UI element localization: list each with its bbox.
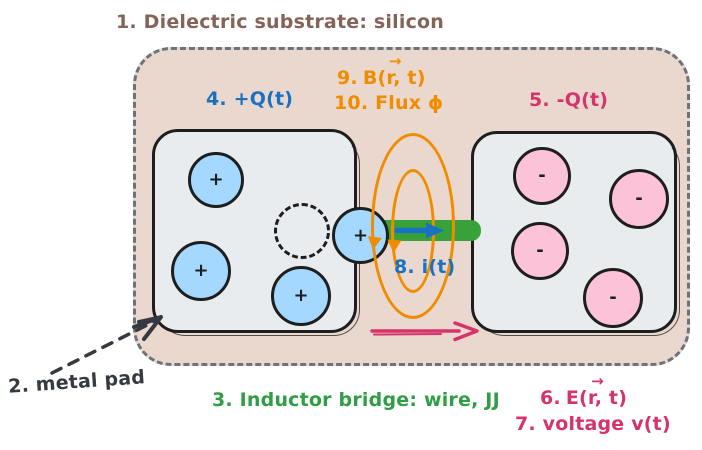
negative-charge: -	[513, 147, 571, 205]
label-b-field-number: 9.	[337, 67, 358, 89]
charge-sign: +	[208, 169, 224, 190]
current-arrow-icon	[394, 222, 444, 239]
label-minus-charge: 5. -Q(t)	[529, 89, 609, 111]
charge-sign: -	[609, 287, 617, 308]
b-field-arrowhead-icon	[386, 239, 402, 254]
e-letter: E	[565, 387, 580, 409]
b-field-arrowhead-icon	[366, 236, 382, 251]
label-e-field: 6. → E(r, t)	[540, 374, 628, 410]
label-b-field: 9. → B(r, t)	[337, 54, 426, 90]
e-field-arrow-icon	[370, 321, 479, 342]
charge-sign: +	[293, 285, 309, 306]
charge-sign: -	[538, 165, 546, 186]
e-vector: → E(r, t)	[565, 374, 628, 410]
charge-sign: +	[352, 224, 369, 246]
vector-arrow-icon: →	[388, 52, 402, 70]
metal-pad-pointer-arrow-icon	[50, 315, 163, 375]
positive-charge: +	[188, 152, 244, 208]
charge-sign: -	[635, 188, 643, 209]
label-metal-pad: 2. metal pad	[7, 366, 146, 398]
label-flux: 10. Flux ϕ	[334, 92, 444, 114]
label-current: 8. i(t)	[394, 256, 456, 278]
label-voltage: 7. voltage v(t)	[515, 413, 671, 435]
b-field-loop-outer	[371, 133, 455, 319]
charge-sign: +	[193, 260, 209, 281]
negative-charge: -	[583, 268, 643, 328]
label-e-field-number: 6.	[540, 387, 561, 409]
charge-sign: -	[536, 240, 544, 261]
label-plus-charge: 4. +Q(t)	[206, 88, 294, 110]
vacant-charge-site	[274, 203, 330, 259]
metal-pad-right	[471, 131, 680, 336]
label-inductor-bridge: 3. Inductor bridge: wire, JJ	[212, 389, 500, 411]
b-letter: B	[362, 67, 378, 89]
diagram-title: 1. Dielectric substrate: silicon	[116, 11, 445, 33]
positive-charge: +	[271, 266, 331, 326]
b-args: (r, t)	[377, 67, 426, 89]
negative-charge: -	[511, 222, 569, 280]
e-args: (r, t)	[579, 387, 628, 409]
b-vector: → B(r, t)	[362, 54, 426, 90]
negative-charge: -	[609, 169, 669, 229]
vector-arrow-icon: →	[591, 372, 604, 390]
positive-charge: +	[171, 241, 231, 301]
